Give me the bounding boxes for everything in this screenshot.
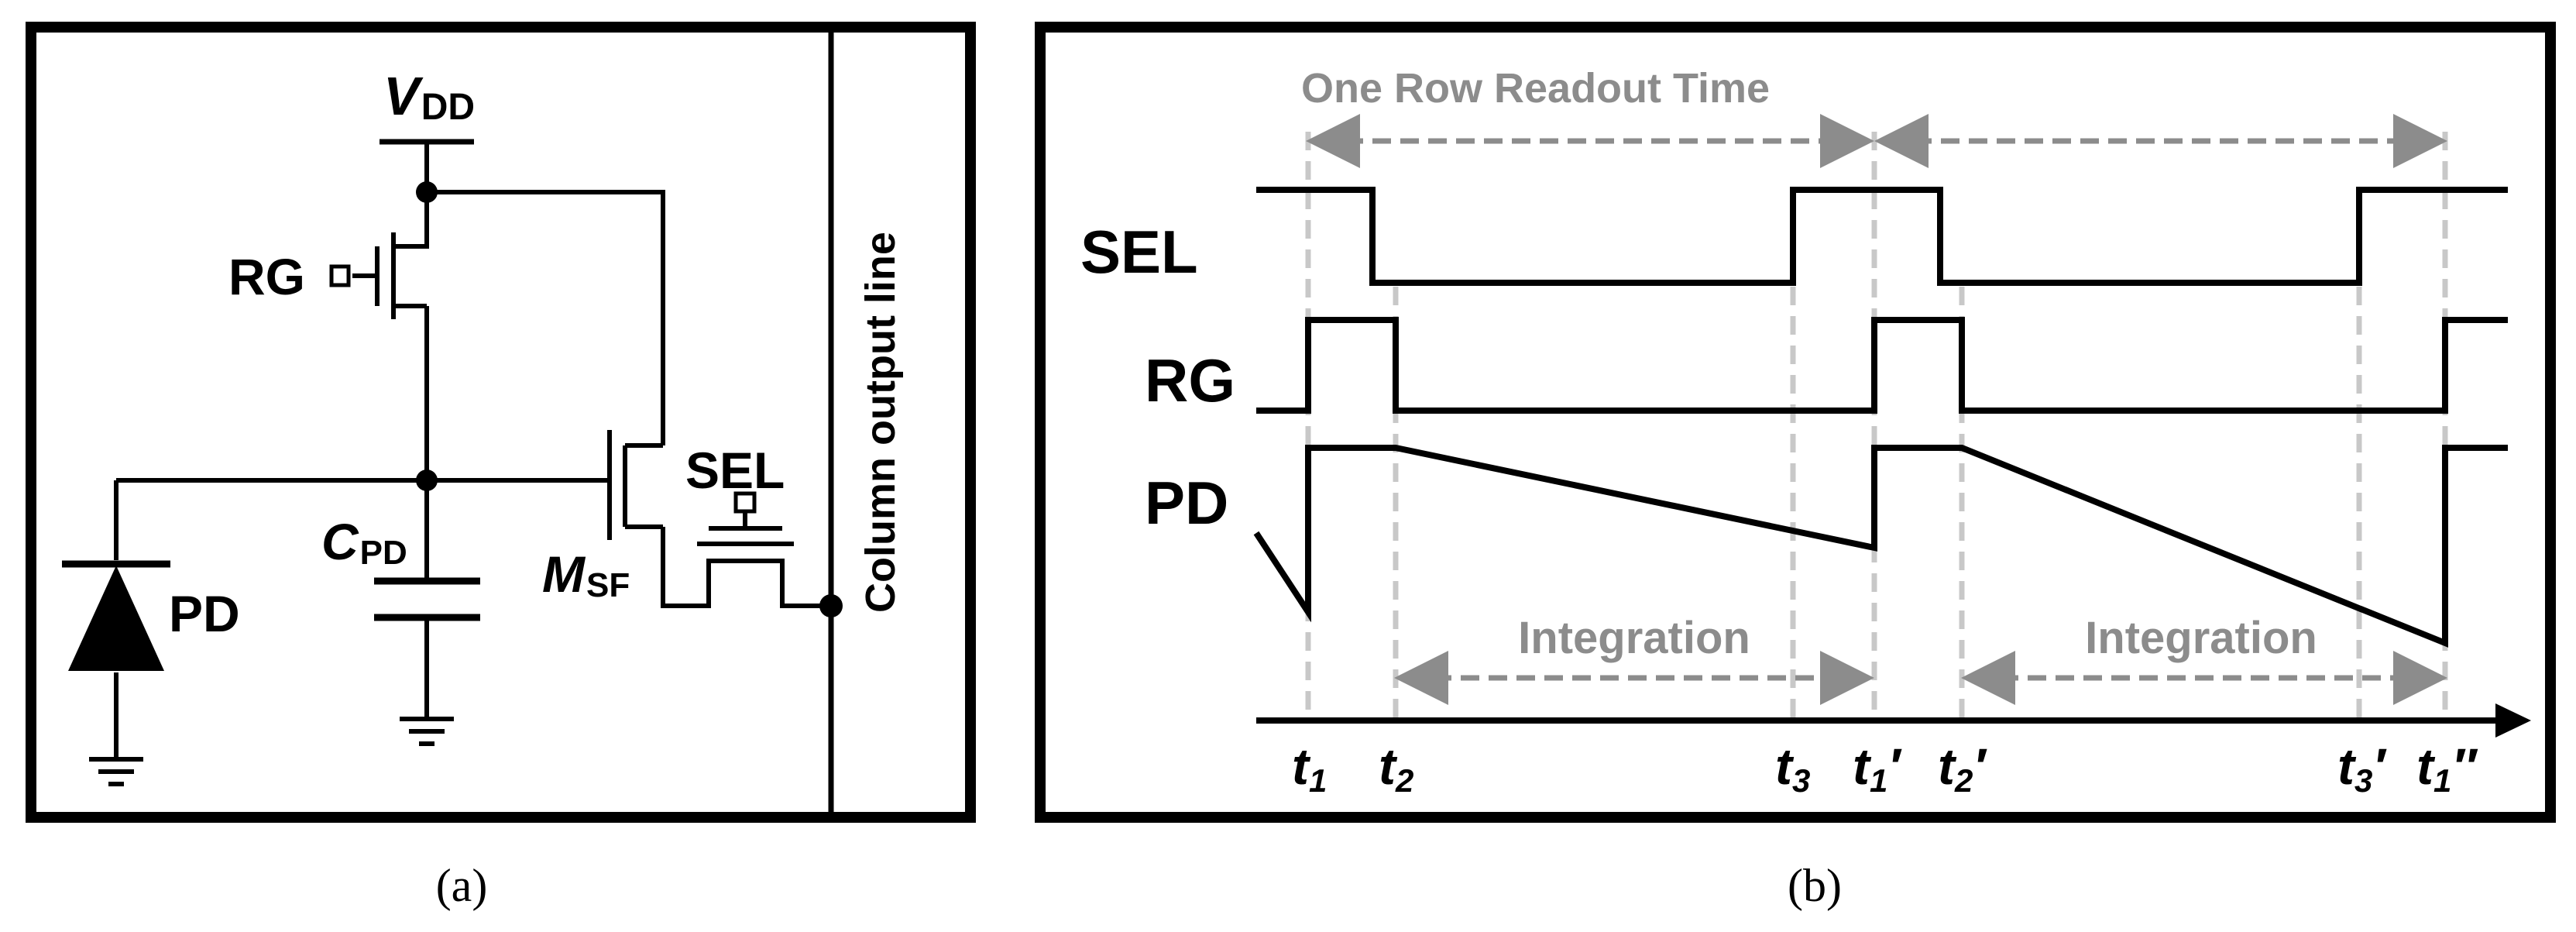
time-labels: t1 t2 t3 t1′ t2′ t3′ t1″: [1292, 738, 2478, 799]
panel-b: One Row Readout Time SEL RG PD Integrati…: [1035, 22, 2556, 823]
time-label-t3: t3: [1775, 738, 1810, 799]
sel-label: SEL: [685, 442, 785, 499]
time-label-t1: t1: [1292, 738, 1327, 799]
column-output-label: Column output line: [857, 232, 904, 613]
pd-waveform: [1253, 445, 2508, 648]
panel-b-frame: [1035, 22, 2556, 823]
ground-icon: [400, 717, 454, 746]
vdd-node: [416, 181, 438, 203]
rg-label: RG: [228, 248, 305, 305]
circuit-wires: [114, 142, 831, 759]
waveforms: [1253, 187, 2508, 648]
integration-label-1: Integration: [1518, 613, 1750, 663]
time-label-t1-double-prime: t1″: [2416, 738, 2478, 799]
time-label-t1-prime: t1′: [1853, 738, 1902, 799]
ground-icon: [89, 757, 143, 786]
msf-transistor: [607, 430, 663, 540]
time-label-t2-prime: t2′: [1938, 738, 1987, 799]
vdd-label: VDD: [383, 66, 475, 128]
time-guides: [1305, 132, 2448, 720]
cpd-capacitor: [374, 577, 480, 621]
msf-label: MSF: [542, 545, 630, 604]
caption-a: (a): [436, 860, 488, 911]
time-axis-arrowhead: [2495, 703, 2531, 738]
time-label-t3-prime: t3′: [2337, 738, 2387, 799]
sel-gate-terminal: [733, 491, 757, 514]
readout-label: One Row Readout Time: [1301, 65, 1770, 112]
time-label-t2: t2: [1379, 738, 1413, 799]
photodiode: [62, 560, 170, 671]
signal-label-pd: PD: [1145, 469, 1228, 537]
column-node: [819, 594, 843, 617]
panel-a: Column output line VDD RG: [26, 22, 976, 823]
caption-b: (b): [1788, 860, 1842, 911]
cpd-label: CPD: [321, 513, 407, 572]
rg-waveform: [1256, 317, 2508, 414]
signal-label-rg: RG: [1145, 346, 1235, 414]
rg-gate-terminal: [329, 264, 351, 287]
integration-label-2: Integration: [2085, 613, 2317, 663]
sel-transistor: [697, 511, 794, 546]
rg-transistor: [352, 232, 427, 319]
signal-label-sel: SEL: [1080, 218, 1198, 286]
sel-waveform: [1256, 187, 2508, 286]
panel-a-frame: [26, 22, 976, 823]
pd-label: PD: [169, 585, 240, 642]
pd-node: [416, 469, 438, 491]
